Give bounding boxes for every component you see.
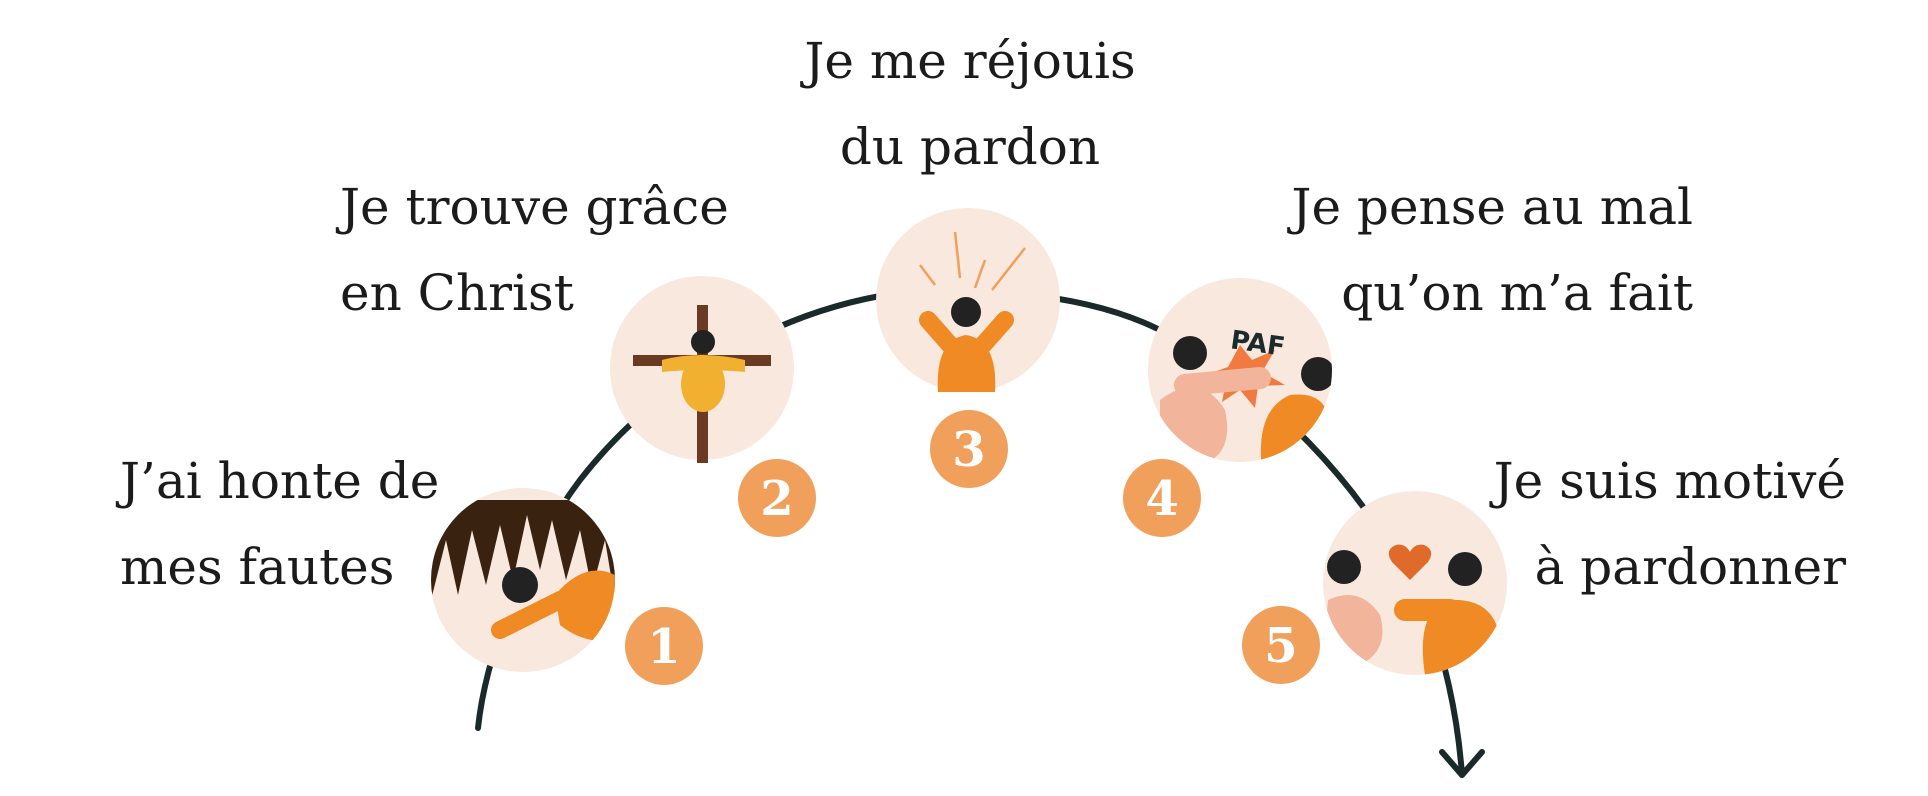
step-1-label-line2: mes fautes bbox=[120, 538, 395, 596]
step-5-badge: 5 bbox=[1264, 618, 1297, 674]
step-1-label: J’ai honte de mes fautes bbox=[120, 438, 439, 610]
step-2-label: Je trouve grâce en Christ bbox=[340, 164, 729, 336]
step-3-label-line1: Je me réjouis bbox=[804, 32, 1136, 90]
crucifix-icon bbox=[633, 305, 771, 463]
step-1-label-line1: J’ai honte de bbox=[120, 452, 440, 510]
step-3-label-line2: du pardon bbox=[839, 118, 1101, 176]
step-2-label-line1: Je trouve grâce bbox=[340, 178, 729, 236]
step-4-icon: PAF 4 bbox=[1123, 278, 1332, 537]
step-3-label: Je me réjouis du pardon bbox=[770, 18, 1170, 190]
step-5-label: Je suis motivé à pardonner bbox=[1440, 438, 1846, 610]
step-2-label-line2: en Christ bbox=[340, 264, 574, 322]
step-4-badge: 4 bbox=[1145, 471, 1178, 527]
step-2-badge: 2 bbox=[760, 471, 793, 527]
step-5-label-line1: Je suis motivé bbox=[1493, 452, 1846, 510]
step-4-label: Je pense au mal qu’on m’a fait bbox=[1260, 164, 1693, 336]
step-2-icon: 2 bbox=[610, 276, 816, 537]
step-5-label-line2: à pardonner bbox=[1534, 538, 1846, 596]
rejoicing-person-icon bbox=[919, 231, 1026, 392]
ashamed-face-icon bbox=[431, 500, 615, 641]
step-3-badge: 3 bbox=[952, 422, 985, 478]
heart-icon bbox=[1388, 544, 1432, 580]
step-4-label-line2: qu’on m’a fait bbox=[1341, 264, 1693, 322]
step-4-label-line1: Je pense au mal bbox=[1291, 178, 1693, 236]
step-1-badge: 1 bbox=[647, 619, 680, 675]
step-1-icon: 1 bbox=[431, 488, 703, 685]
step-3-icon: 3 bbox=[876, 208, 1060, 488]
arrow-head-icon bbox=[1439, 749, 1485, 778]
